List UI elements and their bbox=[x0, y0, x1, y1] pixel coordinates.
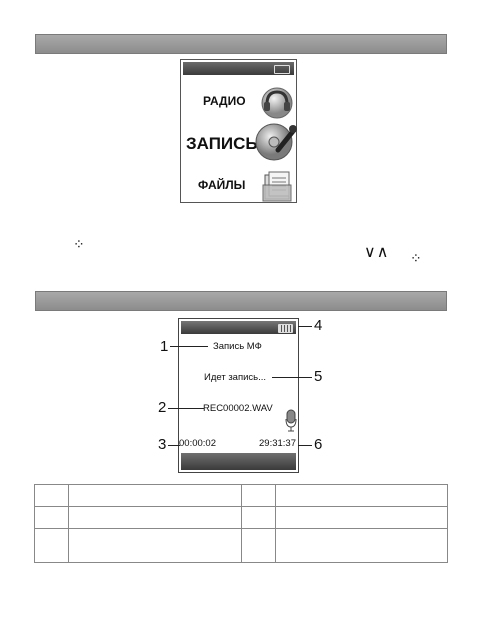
menu-item-label: ЗАПИСЬ bbox=[186, 134, 258, 153]
legend-table bbox=[34, 484, 448, 563]
table-cell bbox=[275, 528, 448, 563]
callout-number: 6 bbox=[314, 436, 323, 453]
menu-item-label: ФАЙЛЫ bbox=[198, 178, 246, 192]
table-cell bbox=[68, 506, 242, 529]
callout-number: 2 bbox=[158, 399, 167, 416]
callout-number: 1 bbox=[160, 338, 169, 355]
joystick-navigation-icon: ⁘ bbox=[410, 250, 422, 266]
menu-item-files[interactable]: ФАЙЛЫ bbox=[181, 164, 296, 208]
table-cell bbox=[275, 506, 448, 529]
callout-number: 5 bbox=[314, 368, 323, 385]
radio-headphones-icon bbox=[261, 87, 293, 119]
table-cell bbox=[68, 528, 242, 563]
menu-item-label: РАДИО bbox=[203, 94, 246, 108]
section-header-bar-top bbox=[35, 34, 447, 54]
elapsed-time: 00:00:02 bbox=[179, 438, 216, 449]
recording-reel-microphone-icon bbox=[255, 123, 297, 161]
joystick-navigation-icon: ⁘ bbox=[73, 236, 85, 252]
table-cell bbox=[34, 506, 69, 529]
recording-bottom-bar bbox=[181, 453, 296, 470]
callout-leader-line bbox=[168, 408, 204, 409]
recording-status-text: Идет запись... bbox=[204, 372, 267, 383]
table-row bbox=[34, 484, 448, 507]
menu-status-bar bbox=[183, 62, 294, 75]
table-cell bbox=[241, 528, 276, 563]
main-menu-screen: РАДИО ЗАПИСЬ ФАЙЛЫ bbox=[180, 59, 297, 203]
table-cell bbox=[34, 484, 69, 507]
recording-mode-title: Запись МФ bbox=[213, 341, 262, 352]
callout-leader-line bbox=[298, 326, 312, 327]
callout-number: 3 bbox=[158, 436, 167, 453]
menu-item-radio[interactable]: РАДИО bbox=[181, 80, 296, 124]
battery-icon bbox=[274, 65, 290, 74]
table-cell bbox=[275, 484, 448, 507]
callout-leader-line bbox=[298, 445, 312, 446]
recording-screen: Запись МФ Идет запись... REC00002.WAV 00… bbox=[178, 318, 299, 473]
recording-status-bar bbox=[181, 321, 296, 334]
recording-file-name: REC00002.WAV bbox=[203, 403, 273, 414]
battery-icon bbox=[278, 324, 293, 333]
callout-number: 4 bbox=[314, 317, 323, 334]
callout-leader-line bbox=[170, 346, 208, 347]
callout-leader-line bbox=[272, 377, 312, 378]
microphone-icon bbox=[285, 409, 297, 432]
callout-leader-line bbox=[168, 445, 180, 446]
files-folder-icon bbox=[262, 171, 292, 202]
section-header-bar-bottom bbox=[35, 291, 447, 311]
remaining-time: 29:31:37 bbox=[259, 438, 296, 449]
table-cell bbox=[241, 506, 276, 529]
table-cell bbox=[34, 528, 69, 563]
table-row bbox=[34, 528, 448, 563]
menu-item-recording[interactable]: ЗАПИСЬ bbox=[181, 122, 297, 166]
table-row bbox=[34, 506, 448, 529]
table-cell bbox=[241, 484, 276, 507]
up-down-arrows-icon: ∨∧ bbox=[364, 244, 390, 261]
table-cell bbox=[68, 484, 242, 507]
